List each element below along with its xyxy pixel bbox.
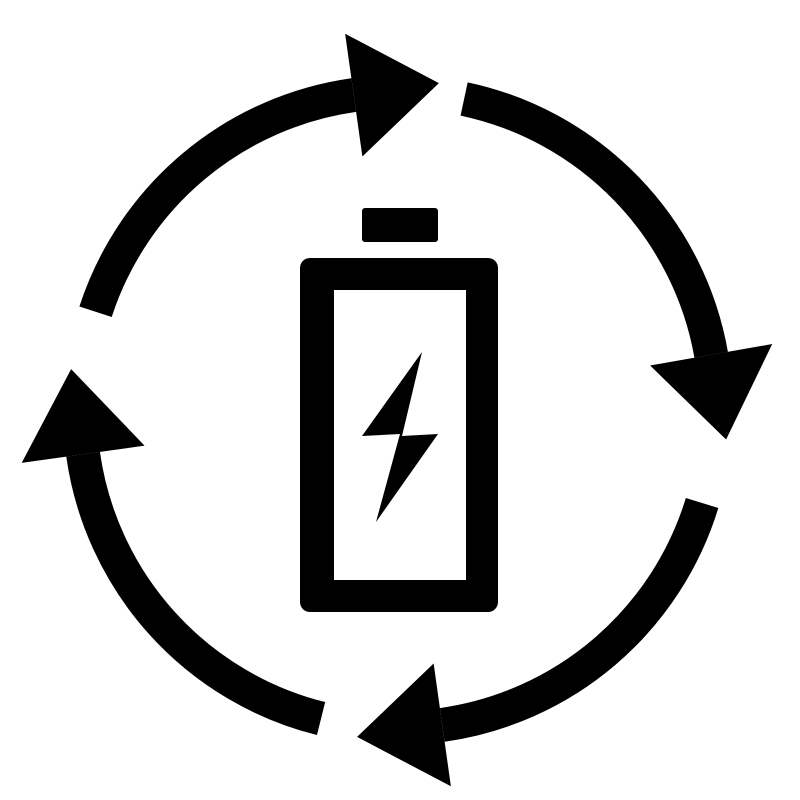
- arrowhead-2: [650, 344, 773, 440]
- arc-bottom-right: [439, 497, 719, 742]
- arrowhead-4: [21, 369, 145, 463]
- lightning-bolt-icon: [362, 352, 438, 522]
- cycle-arrows-icon: [66, 78, 728, 742]
- battery-terminal: [362, 208, 438, 242]
- arrowhead-1: [345, 33, 439, 157]
- arc-top-left: [79, 78, 357, 318]
- arc-top-right: [460, 82, 728, 358]
- arrowheads: [21, 33, 773, 787]
- battery-icon: [300, 208, 498, 612]
- arc-bottom-left: [66, 451, 326, 736]
- arrowhead-3: [357, 663, 451, 787]
